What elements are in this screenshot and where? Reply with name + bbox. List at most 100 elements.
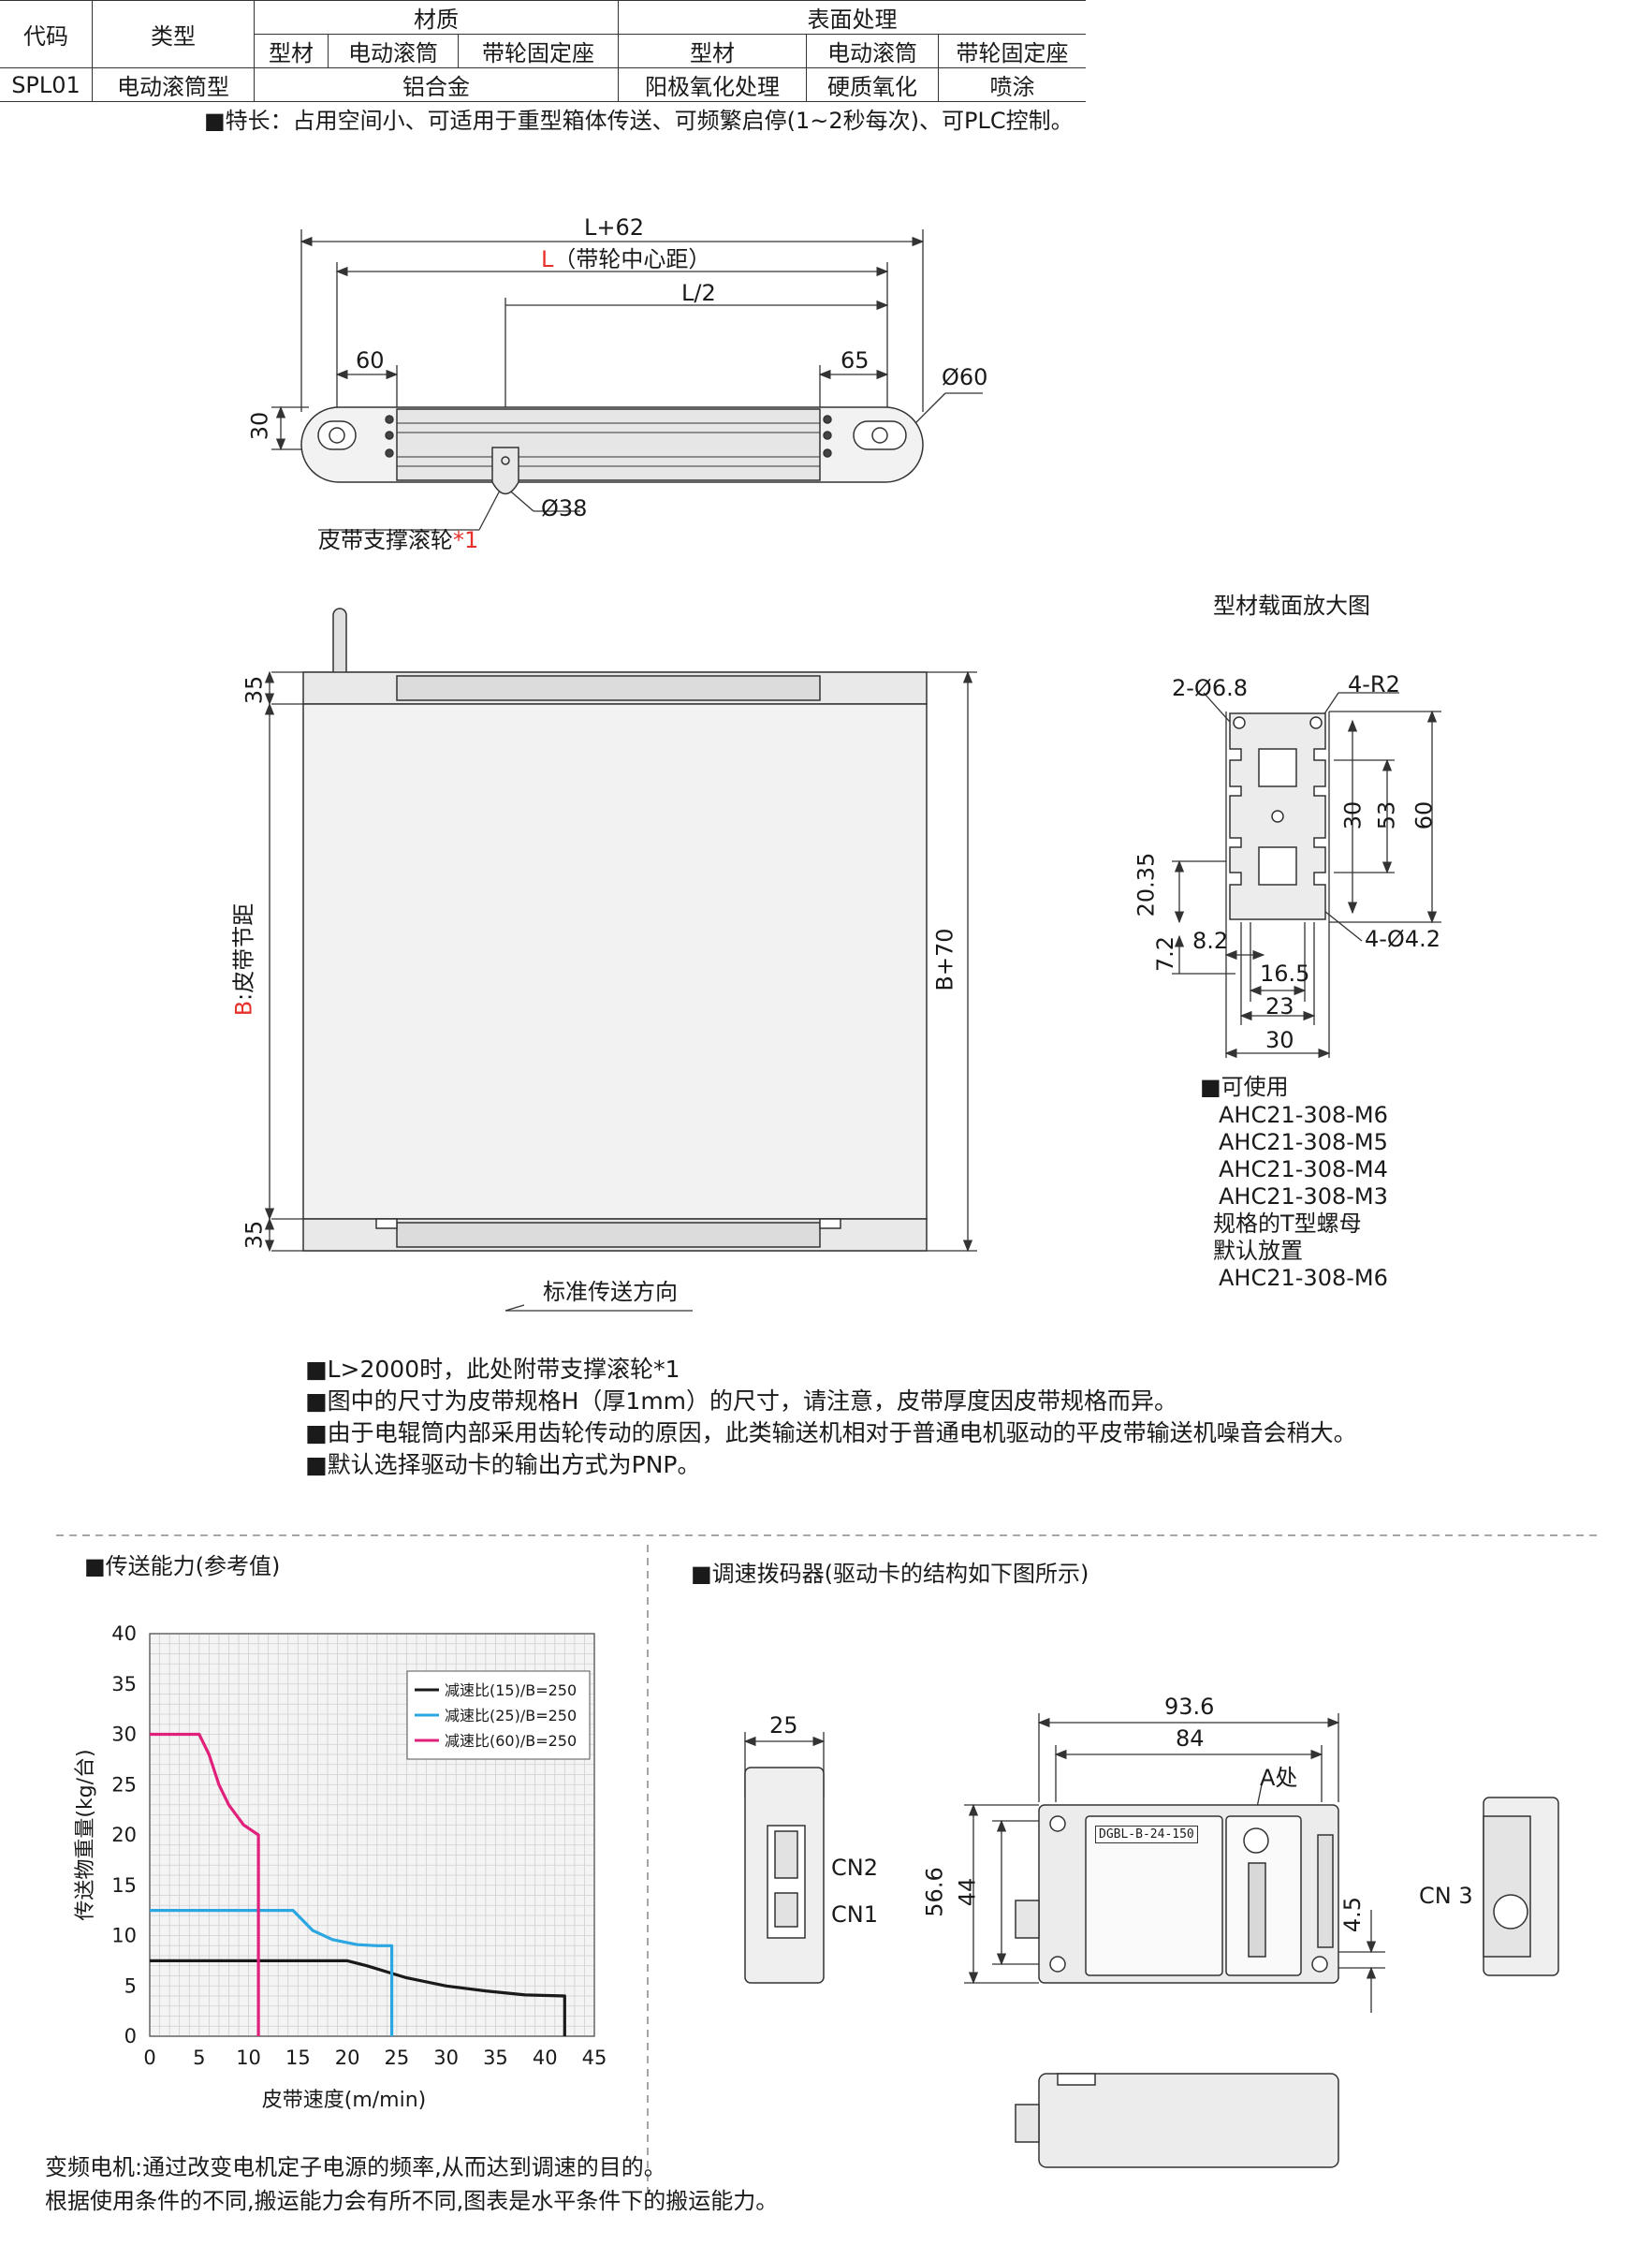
- dim-4-5: 4.5: [1339, 1896, 1367, 1933]
- legend-entry: 减速比(15)/B=250: [445, 1681, 577, 1699]
- dim-53: 53: [1373, 800, 1400, 830]
- dim-pulley-diameter: Ø60: [942, 364, 988, 390]
- y-tick-label: 5: [124, 1974, 137, 1997]
- x-tick-label: 15: [285, 2047, 311, 2069]
- legend-entry: 减速比(60)/B=250: [445, 1732, 577, 1750]
- series-line: [150, 1732, 260, 2036]
- y-tick-label: 25: [111, 1773, 137, 1796]
- y-tick-label: 35: [111, 1673, 137, 1695]
- profile-title: 型材载面放大图: [1213, 593, 1370, 619]
- x-tick-label: 10: [236, 2047, 261, 2069]
- spec-table: 代码 类型 材质 表面处理 型材 电动滚筒 带轮固定座 型材 电动滚筒 带轮固定…: [0, 0, 1086, 102]
- series-line: [150, 1959, 566, 2036]
- profile-holes: 2-Ø6.8: [1172, 675, 1248, 701]
- x-tick-label: 40: [533, 2047, 558, 2069]
- dim-20-35: 20.35: [1133, 852, 1160, 917]
- cn3-label: CN 3: [1419, 1883, 1473, 1909]
- chart-note: 根据使用条件的不同,搬运能力会有所不同,图表是水平条件下的搬运能力。: [45, 2188, 779, 2214]
- y-tick-label: 15: [111, 1874, 137, 1897]
- cell-type: 电动滚筒型: [92, 67, 255, 102]
- x-tick-label: 20: [335, 2047, 360, 2069]
- x-tick-label: 5: [193, 2047, 205, 2069]
- cn1-label: CN1: [831, 1901, 878, 1928]
- dim-16-5: 16.5: [1260, 961, 1310, 987]
- y-axis-label: 传送物重量(kg/台): [74, 1749, 97, 1920]
- x-tick-label: 25: [385, 2047, 410, 2069]
- driver-title: ■调速拨码器(驱动卡的结构如下图所示): [691, 1561, 1089, 1587]
- note-line: ■L>2000时，此处附带支撑滚轮*1: [305, 1356, 680, 1383]
- x-tick-label: 30: [433, 2047, 459, 2069]
- usable-default-label: 默认放置: [1213, 1238, 1303, 1264]
- dim-belt-pitch-letter: B: [230, 1000, 257, 1017]
- support-roller-label: 皮带支撑滚轮*1: [318, 526, 478, 554]
- usable-title: ■可使用: [1200, 1074, 1289, 1100]
- dim-half-length: L/2: [681, 280, 716, 306]
- note-line: ■默认选择驱动卡的输出方式为PNP。: [305, 1451, 701, 1478]
- subheader: 带轮固定座: [938, 34, 1086, 68]
- y-tick-label: 0: [124, 2025, 137, 2047]
- x-tick-label: 0: [143, 2047, 155, 2069]
- dim-right-offset: 65: [841, 347, 870, 374]
- profile-radius: 4-R2: [1348, 671, 1400, 697]
- x-tick-label: 45: [582, 2047, 607, 2069]
- subheader: 电动滚筒: [328, 34, 459, 68]
- dim-overall-width: B+70: [931, 928, 958, 991]
- dim-bottom-edge: 35: [241, 1220, 268, 1250]
- dim-total-length: L+62: [584, 214, 645, 241]
- profile-small-holes: 4-Ø4.2: [1365, 926, 1440, 952]
- dim-25: 25: [769, 1712, 798, 1739]
- subheader: 型材: [254, 34, 329, 68]
- usable-default: AHC21-308-M6: [1219, 1265, 1388, 1291]
- support-roller-mark: *1: [453, 527, 479, 553]
- dim-23: 23: [1265, 993, 1294, 1020]
- support-roller-text: 皮带支撑滚轮: [318, 527, 453, 553]
- dim-7-2: 7.2: [1152, 935, 1179, 973]
- dim-slot-30: 30: [1339, 800, 1367, 830]
- usable-item: AHC21-308-M3: [1219, 1183, 1388, 1210]
- dim-L-label: （带轮中心距）: [553, 246, 711, 272]
- note-line: ■由于电辊筒内部采用齿轮传动的原因，此类输送机相对于普通电机驱动的平皮带输送机噪…: [305, 1419, 1357, 1446]
- cell-surface-profile: 阳极氧化处理: [618, 67, 807, 102]
- header-material: 材质: [254, 0, 619, 35]
- dim-56-6: 56.6: [921, 1867, 948, 1917]
- dim-60: 60: [1411, 800, 1438, 830]
- subheader: 电动滚筒: [806, 34, 939, 68]
- dim-30: 30: [1265, 1027, 1294, 1053]
- dim-top-edge: 35: [241, 675, 268, 705]
- feature-note: ■特长：占用空间小、可适用于重型箱体传送、可频繁启停(1~2秒每次)、可PLC控…: [204, 108, 1074, 134]
- dim-height: 30: [246, 411, 273, 441]
- cell-surface-roller: 硬质氧化: [806, 67, 939, 102]
- dim-L-letter: L: [541, 246, 554, 272]
- dim-93-6: 93.6: [1164, 1694, 1215, 1720]
- plot-frame: [149, 1633, 595, 2037]
- subheader: 带轮固定座: [458, 34, 619, 68]
- chart-note: 变频电机:通过改变电机定子电源的频率,从而达到调速的目的。: [45, 2154, 666, 2180]
- dim-8-2: 8.2: [1192, 928, 1229, 954]
- y-tick-label: 10: [111, 1925, 137, 1947]
- direction-label: 标准传送方向: [543, 1279, 678, 1305]
- legend-entry: 减速比(25)/B=250: [445, 1707, 577, 1724]
- usable-item: AHC21-308-M4: [1219, 1156, 1388, 1182]
- cell-surface-seat: 喷涂: [938, 67, 1086, 102]
- y-tick-label: 30: [111, 1724, 137, 1746]
- dim-left-offset: 60: [356, 347, 385, 374]
- usable-item: AHC21-308-M6: [1219, 1102, 1388, 1128]
- x-tick-label: 35: [483, 2047, 508, 2069]
- a-point-label: A处: [1260, 1765, 1298, 1791]
- dim-belt-pitch: B:皮带节距: [229, 903, 257, 1017]
- dim-84: 84: [1176, 1725, 1205, 1752]
- chart-section-title: ■传送能力(参考值): [84, 1553, 281, 1579]
- series-line: [150, 1909, 394, 2036]
- dim-center-distance: L（带轮中心距）: [541, 245, 710, 273]
- cell-material: 铝合金: [254, 67, 619, 102]
- usable-item: AHC21-308-M5: [1219, 1129, 1388, 1155]
- driver-model-plate: DGBL-B-24-150: [1095, 1826, 1198, 1843]
- y-tick-label: 40: [111, 1622, 137, 1645]
- cn2-label: CN2: [831, 1855, 878, 1881]
- dim-44: 44: [954, 1877, 981, 1907]
- header-surface: 表面处理: [618, 0, 1086, 35]
- cell-code: SPL01: [0, 67, 93, 102]
- subheader: 型材: [618, 34, 807, 68]
- note-line: ■图中的尺寸为皮带规格H（厚1mm）的尺寸，请注意，皮带厚度因皮带规格而异。: [305, 1387, 1178, 1415]
